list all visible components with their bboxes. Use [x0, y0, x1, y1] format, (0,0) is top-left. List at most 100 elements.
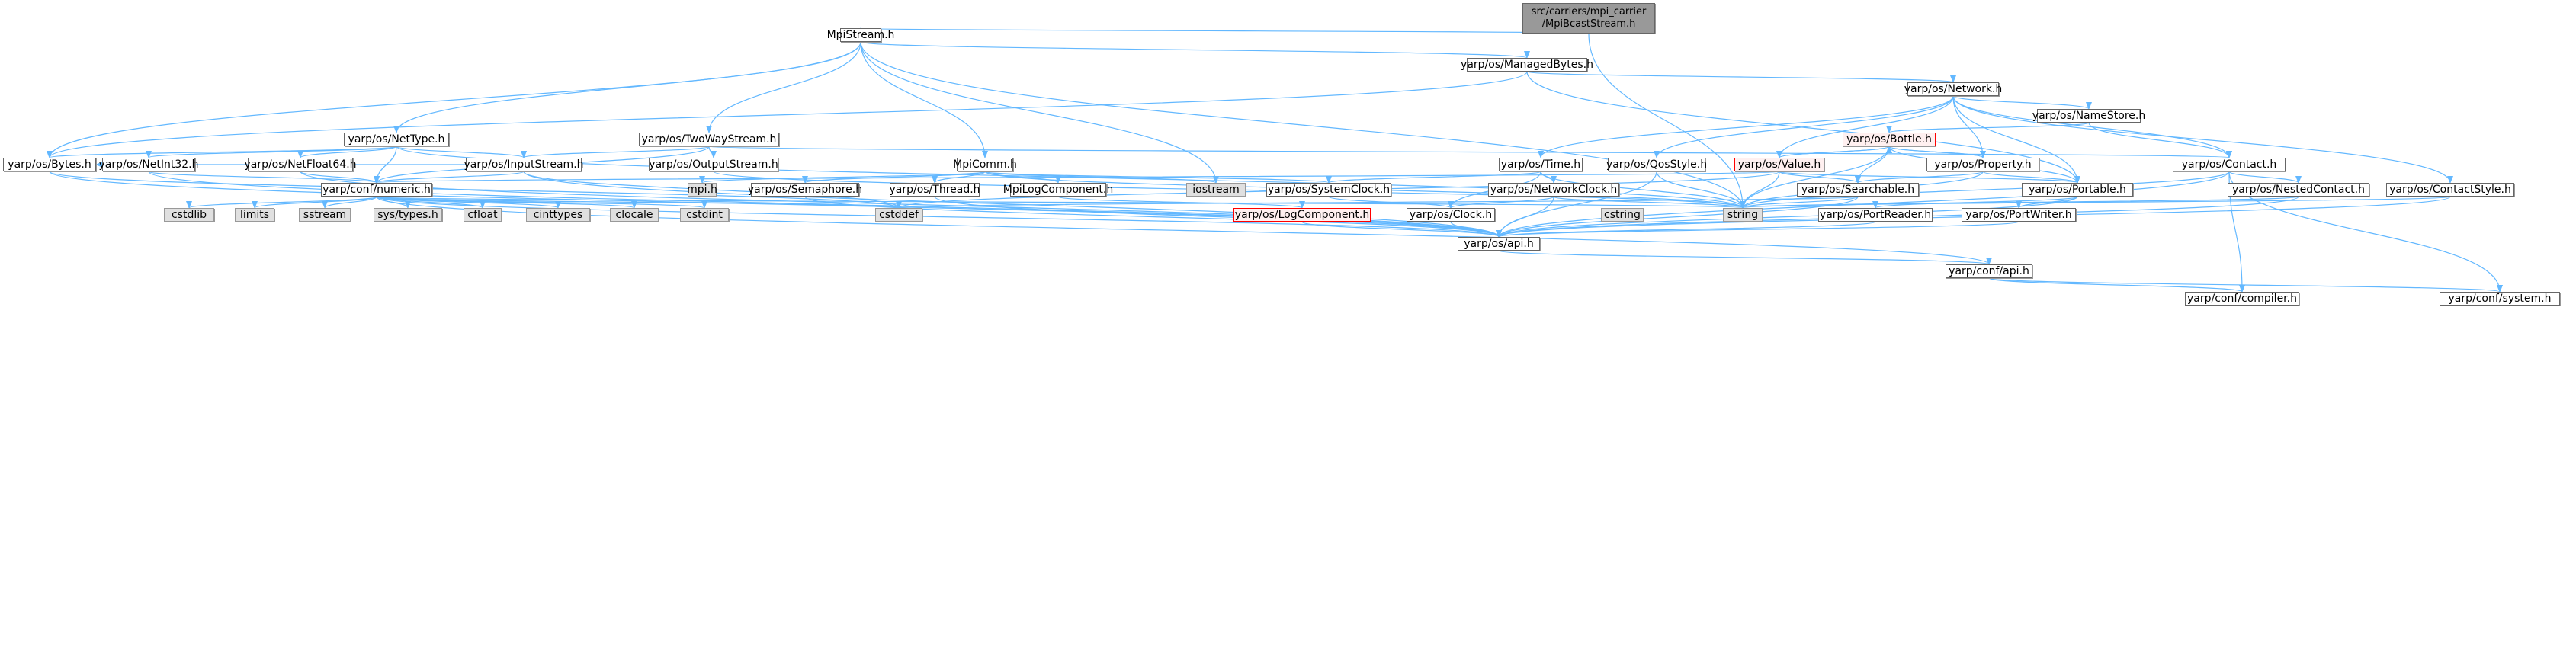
- edge-mpicomm-to-thread: [932, 171, 986, 184]
- edge-mpistream-to-iostream: [860, 41, 1219, 184]
- edge-searchable-to-api: [1496, 196, 1859, 238]
- edge-network-to-qosstyle: [1654, 95, 1954, 158]
- node-clocale[interactable]: clocale: [610, 208, 659, 222]
- node-cfloat[interactable]: cfloat: [464, 208, 502, 222]
- edge-confapi-to-system: [1988, 277, 2503, 293]
- node-systypes[interactable]: sys/types.h: [374, 208, 442, 222]
- node-bytes[interactable]: yarp/os/Bytes.h: [3, 158, 96, 171]
- edge-netint32-to-numeric: [148, 171, 380, 184]
- node-inputstream[interactable]: yarp/os/InputStream.h: [464, 158, 584, 171]
- node-network[interactable]: yarp/os/Network.h: [1904, 82, 2003, 96]
- edge-mpicomm-to-systemclock: [984, 171, 1332, 184]
- edge-portwriter-to-api: [1496, 221, 2019, 238]
- edge-api-to-confapi: [1498, 250, 1992, 265]
- edge-networkclock-to-string: [1553, 196, 1746, 209]
- edge-root-to-mpistream: [859, 27, 1590, 36]
- edge-semaphore-to-api: [804, 196, 1502, 238]
- edge-time-to-systemclock: [1326, 171, 1541, 184]
- node-compiler[interactable]: yarp/conf/compiler.h: [2185, 292, 2299, 306]
- node-thread[interactable]: yarp/os/Thread.h: [889, 183, 980, 197]
- node-networkclock[interactable]: yarp/os/NetworkClock.h: [1488, 183, 1619, 197]
- node-sstream[interactable]: sstream: [299, 208, 351, 222]
- node-property[interactable]: yarp/os/Property.h: [1926, 158, 2039, 171]
- edge-twowaystream-to-inputstream: [521, 146, 710, 158]
- node-api[interactable]: yarp/os/api.h: [1458, 237, 1540, 251]
- edge-property-to-bottle: [1886, 146, 1984, 158]
- edge-portable-to-portreader: [1872, 196, 2078, 209]
- node-cstdlib[interactable]: cstdlib: [164, 208, 214, 222]
- edge-time-to-string: [1540, 171, 1746, 209]
- node-cinttypes[interactable]: cinttypes: [526, 208, 590, 222]
- node-confapi[interactable]: yarp/conf/api.h: [1946, 264, 2032, 278]
- edge-numeric-to-sstream: [322, 196, 377, 209]
- edge-mpistream-to-twowaystream: [706, 41, 861, 133]
- edge-twowaystream-to-contact: [708, 146, 2231, 158]
- edge-managedbytes-to-bytes: [47, 71, 1528, 158]
- node-numeric[interactable]: yarp/conf/numeric.h: [321, 183, 432, 197]
- edge-searchable-to-cstddef: [897, 196, 1859, 209]
- node-cstdint[interactable]: cstdint: [680, 208, 729, 222]
- edge-twowaystream-to-outputstream: [708, 146, 717, 158]
- edge-managedbytes-to-network: [1526, 71, 1956, 83]
- node-clock[interactable]: yarp/os/Clock.h: [1407, 208, 1495, 222]
- edge-numeric-to-string: [376, 196, 1744, 209]
- node-portable[interactable]: yarp/os/Portable.h: [2022, 183, 2133, 197]
- edge-contactstyle-to-string: [1740, 196, 2451, 209]
- node-managedbytes[interactable]: yarp/os/ManagedBytes.h: [1461, 58, 1593, 72]
- node-namestore[interactable]: yarp/os/NameStore.h: [2032, 109, 2146, 123]
- edge-portreader-to-api: [1496, 221, 1876, 238]
- edge-namestore-to-bottle: [1886, 122, 2090, 133]
- node-system[interactable]: yarp/conf/system.h: [2440, 292, 2560, 306]
- edge-root-to-string: [1588, 33, 1746, 209]
- edge-mpistream-to-mpicomm: [860, 41, 988, 158]
- node-limits[interactable]: limits: [235, 208, 274, 222]
- node-mpi[interactable]: mpi.h: [687, 183, 717, 197]
- edge-portable-to-api: [1496, 196, 2078, 238]
- edge-time-to-networkclock: [1540, 171, 1557, 184]
- node-netint32[interactable]: yarp/os/NetInt32.h: [98, 158, 199, 171]
- node-portwriter[interactable]: yarp/os/PortWriter.h: [1962, 208, 2076, 222]
- edge-inputstream-to-api: [523, 171, 1502, 238]
- edge-nettype-to-netint32: [146, 146, 397, 158]
- node-portreader[interactable]: yarp/os/PortReader.h: [1818, 208, 1933, 222]
- node-root[interactable]: src/carriers/mpi_carrier /MpiBcastStream…: [1522, 3, 1655, 34]
- node-cstring[interactable]: cstring: [1601, 208, 1644, 222]
- edge-mpilogcomponent-to-logcomponent: [1057, 196, 1305, 209]
- node-contactstyle[interactable]: yarp/os/ContactStyle.h: [2386, 183, 2514, 197]
- edge-confapi-to-compiler: [1988, 277, 2245, 293]
- node-logcomponent[interactable]: yarp/os/LogComponent.h: [1233, 208, 1371, 222]
- node-contact[interactable]: yarp/os/Contact.h: [2173, 158, 2286, 171]
- edge-property-to-portable: [1982, 171, 2080, 184]
- edge-network-to-time: [1538, 95, 1954, 158]
- node-twowaystream[interactable]: yarp/os/TwoWayStream.h: [639, 133, 779, 146]
- edge-searchable-to-string: [1740, 196, 1859, 209]
- node-systemclock[interactable]: yarp/os/SystemClock.h: [1266, 183, 1391, 197]
- node-iostream[interactable]: iostream: [1186, 183, 1246, 197]
- node-time[interactable]: yarp/os/Time.h: [1499, 158, 1583, 171]
- edge-nettype-to-inputstream: [396, 146, 527, 158]
- node-searchable[interactable]: yarp/os/Searchable.h: [1797, 183, 1919, 197]
- edge-mpistream-to-bytes: [47, 41, 861, 158]
- edge-mpicomm-to-semaphore: [802, 171, 986, 184]
- node-cstddef[interactable]: cstddef: [875, 208, 922, 222]
- node-semaphore[interactable]: yarp/os/Semaphore.h: [747, 183, 863, 197]
- edge-value-to-bottle: [1779, 146, 1892, 158]
- edge-network-to-property: [1952, 95, 1986, 158]
- edge-network-to-value: [1776, 95, 1954, 158]
- node-string[interactable]: string: [1723, 208, 1763, 222]
- node-netfloat64[interactable]: yarp/os/NetFloat64.h: [244, 158, 357, 171]
- node-nettype[interactable]: yarp/os/NetType.h: [344, 133, 449, 146]
- node-mpilogcomponent[interactable]: MpiLogComponent.h: [1002, 183, 1114, 197]
- edge-value-to-numeric: [375, 171, 1780, 184]
- node-nestedcontact[interactable]: yarp/os/NestedContact.h: [2228, 183, 2369, 197]
- edge-network-to-namestore: [1952, 95, 2092, 110]
- node-value[interactable]: yarp/os/Value.h: [1734, 158, 1824, 171]
- node-qosstyle[interactable]: yarp/os/QosStyle.h: [1606, 158, 1708, 171]
- node-mpistream[interactable]: MpiStream.h: [826, 28, 895, 42]
- node-outputstream[interactable]: yarp/os/OutputStream.h: [649, 158, 778, 171]
- node-mpicomm[interactable]: MpiComm.h: [953, 158, 1017, 171]
- node-bottle[interactable]: yarp/os/Bottle.h: [1843, 133, 1936, 146]
- edge-mpistream-to-string: [860, 41, 1746, 209]
- edge-mpistream-to-managedbytes: [860, 41, 1530, 59]
